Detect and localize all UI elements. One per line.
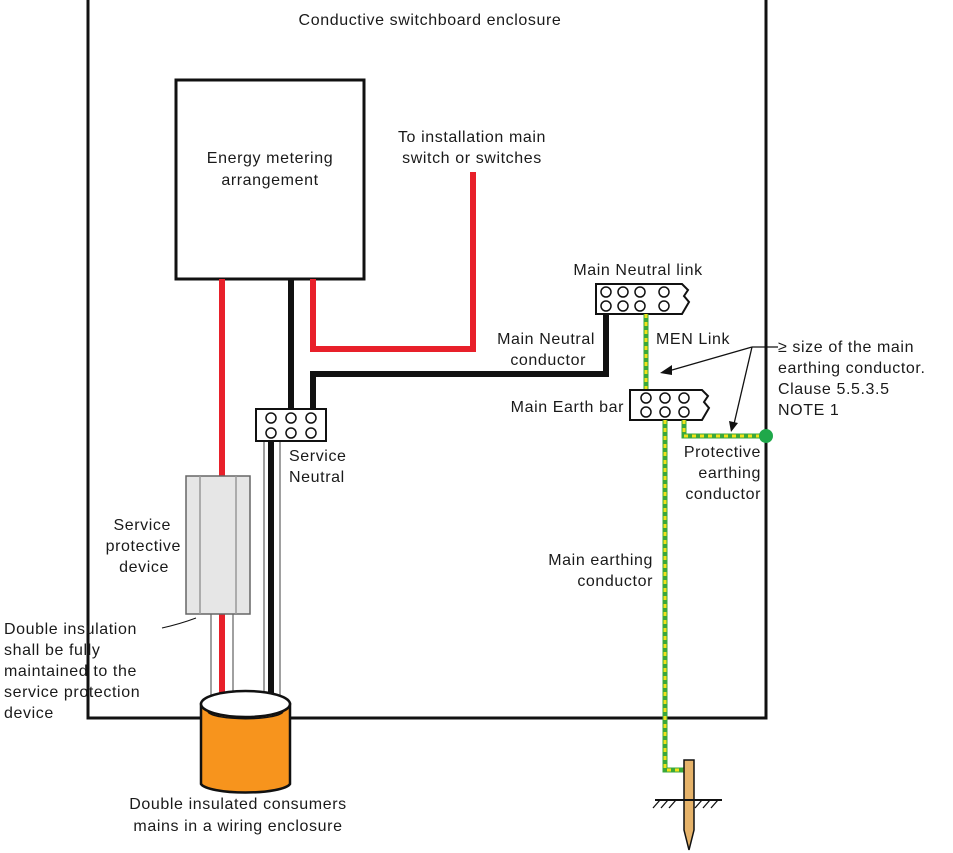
service-neutral-link (255, 408, 327, 442)
main-earthing-conductor (662, 420, 692, 790)
protective-earthing-conductor (681, 420, 773, 443)
protective-earthing-label-line1: Protective (684, 444, 761, 461)
main-neutral-link-label: Main Neutral link (573, 262, 703, 279)
double-insulation-note-line3: maintained to the (4, 663, 137, 680)
metering-label-line1: Energy metering (207, 150, 333, 167)
protective-earthing-label-line3: conductor (685, 486, 761, 503)
main-neutral-conductor (310, 308, 609, 409)
active-conductor-to-main-switch (310, 172, 476, 352)
consumers-mains-conduit (199, 689, 292, 794)
main-earthing-label-line2: conductor (577, 573, 653, 590)
service-protective-device (185, 475, 251, 615)
to-main-switch-label-line2: switch or switches (402, 150, 542, 167)
size-note-leader-arrow-men-head (660, 365, 672, 375)
main-neutral-conductor-label-line2: conductor (510, 352, 586, 369)
double-insulation-leader (161, 617, 197, 629)
service-neutral-label-line2: Neutral (289, 469, 345, 486)
size-note-line4: NOTE 1 (778, 402, 839, 419)
protective-earthing-label-line2: earthing (698, 465, 761, 482)
service-protective-label-line2: protective (106, 538, 181, 555)
earth-electrode (652, 759, 722, 851)
size-note-line1: ≥ size of the main (778, 339, 914, 356)
size-note-leader-arrow-pec-head (729, 421, 738, 432)
double-insulation-note-line5: device (4, 705, 54, 722)
consumers-mains-label-line2: mains in a wiring enclosure (133, 818, 342, 835)
double-insulation-note-line4: service protection (4, 684, 140, 701)
service-protective-label-line3: device (119, 559, 169, 576)
main-earthing-label-line1: Main earthing (548, 552, 653, 569)
to-main-switch-label-line1: To installation main (398, 129, 546, 146)
main-earth-bar-label: Main Earth bar (511, 399, 624, 416)
consumers-mains-label-line1: Double insulated consumers (129, 796, 347, 813)
switchboard-enclosure (86, 0, 768, 720)
size-note-leader-arrow-pec (733, 346, 753, 425)
size-note-leader-arrow-men (671, 346, 753, 371)
size-note-line3: Clause 5.5.3.5 (778, 381, 890, 398)
size-note-line2: earthing conductor. (778, 360, 926, 377)
metering-label-line2: arrangement (221, 172, 318, 189)
main-neutral-link (595, 283, 691, 315)
service-protective-label-line1: Service (113, 517, 171, 534)
double-insulation-note-line1: Double insulation (4, 621, 137, 638)
main-neutral-conductor-label-line1: Main Neutral (497, 331, 595, 348)
main-earth-bar (629, 389, 711, 421)
double-insulation-note-line2: shall be fully (4, 642, 100, 659)
service-neutral-label-line1: Service (289, 448, 347, 465)
men-link-label: MEN Link (656, 331, 731, 348)
enclosure-label: Conductive switchboard enclosure (299, 12, 562, 29)
energy-metering-box (174, 78, 366, 281)
